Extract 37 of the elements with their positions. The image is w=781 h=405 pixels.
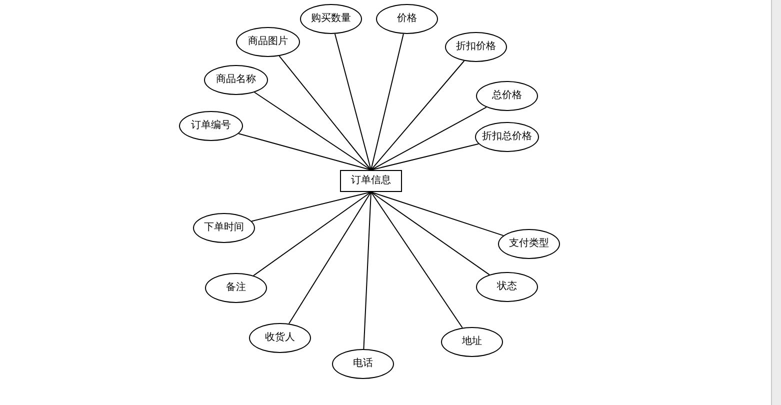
connector-line: [370, 33, 404, 170]
node-label: 订单信息: [351, 176, 391, 186]
attribute-ellipse: [476, 81, 538, 111]
node-label: 收货人: [265, 333, 295, 343]
node-label: 商品名称: [216, 75, 256, 85]
node-label: 商品图片: [248, 37, 288, 47]
connector-line: [370, 192, 490, 276]
node-label: 地址: [462, 337, 482, 347]
node-label: 备注: [226, 283, 246, 293]
attribute-ellipse: [475, 122, 539, 152]
node-label: 支付类型: [509, 239, 549, 249]
connector-line: [370, 143, 480, 170]
connector-line: [363, 192, 372, 350]
node-label: 价格: [397, 14, 417, 24]
node-label: 购买数量: [311, 14, 351, 24]
connector-line: [238, 133, 372, 170]
attribute-ellipse: [193, 213, 255, 243]
connector-line: [370, 60, 465, 170]
connector-line: [252, 192, 372, 276]
connector-line: [254, 92, 372, 170]
entity-box: [340, 170, 402, 192]
connector-line: [251, 192, 372, 222]
connector-line: [334, 33, 372, 170]
connector-line: [370, 192, 463, 328]
connector-line: [370, 106, 487, 170]
node-label: 电话: [353, 359, 373, 369]
attribute-ellipse: [179, 111, 243, 141]
node-label: 总价格: [492, 91, 522, 101]
node-label: 订单编号: [191, 121, 231, 131]
connector-line: [278, 56, 372, 170]
node-label: 折扣价格: [456, 42, 496, 52]
connector-line: [370, 192, 504, 236]
node-label: 状态: [497, 282, 517, 292]
node-label: 折扣总价格: [482, 132, 532, 142]
connector-line: [288, 192, 372, 324]
attribute-ellipse: [498, 229, 560, 259]
node-label: 下单时间: [204, 223, 244, 233]
